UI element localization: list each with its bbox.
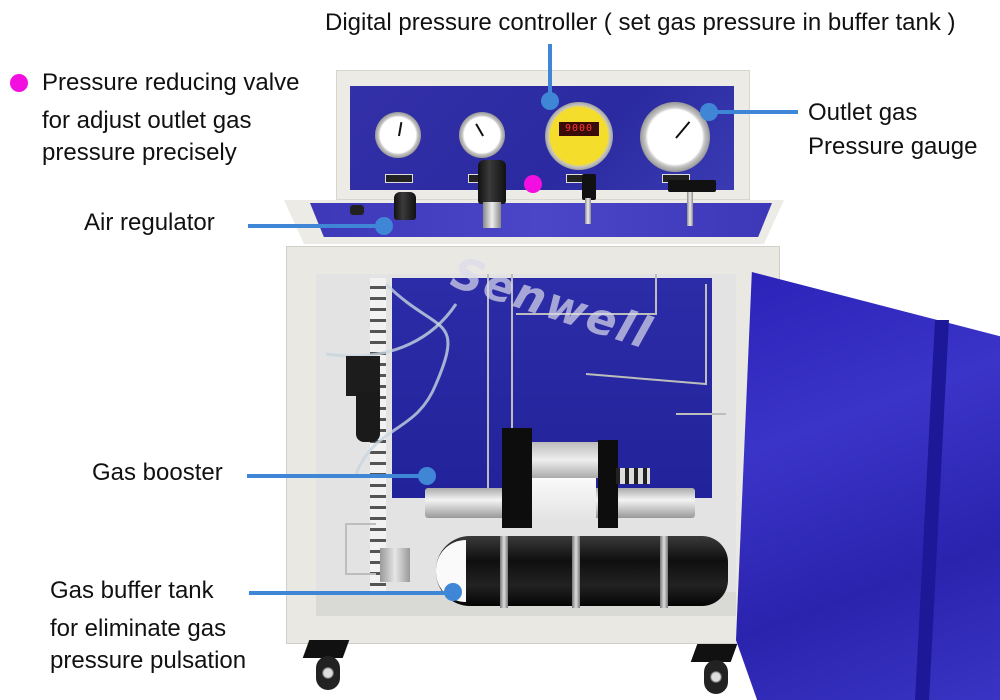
needle-valve-handle [582,174,596,200]
needle-valve-handle [668,180,716,192]
pointer-line [248,224,384,228]
tank-strap [572,536,580,608]
label-digital-pressure-controller: Digital pressure controller ( set gas pr… [325,9,956,36]
label-pressure-reducing-valve: Pressure reducing valve [42,69,300,96]
magenta-marker-icon [524,175,542,193]
muffler [616,468,650,484]
pressure-reducing-valve-body [483,202,501,228]
outlet-gas-pressure-gauge [640,102,710,172]
pointer-dot [541,92,559,110]
cabinet-door-open [736,272,1000,700]
air-regulator-knob [394,192,416,220]
caster-wheel [302,640,350,690]
pointer-line [712,110,798,114]
pointer-dot [375,217,393,235]
label-gas-buffer-tank-desc1: for eliminate gas [50,615,227,642]
pointer-line [548,44,552,96]
magenta-marker-icon [10,74,28,92]
gas-booster-center [522,478,596,522]
gas-booster-head [598,440,618,528]
tank-strap [500,536,508,608]
label-pressure-gauge: Pressure gauge [808,133,978,160]
label-gas-booster: Gas booster [92,459,223,486]
digital-pressure-controller: 9000 [545,102,613,170]
label-pressure-reducing-valve-desc2: pressure precisely [42,139,237,166]
needle-valve-stem [585,198,591,224]
gas-buffer-tank [436,536,728,606]
gas-booster-drive-section [532,442,598,478]
label-gas-buffer-tank: Gas buffer tank [50,577,214,604]
pointer-line [247,474,427,478]
drive-air-gauge [459,112,505,158]
label-gas-buffer-tank-desc2: pressure pulsation [50,647,247,674]
air-filter [356,392,380,442]
needle-valve-stem [687,192,693,226]
tank-valve-block [380,548,410,582]
label-outlet-gas: Outlet gas [808,99,918,126]
tank-strap [660,536,668,608]
inlet-air-gauge [375,112,421,158]
label-pressure-reducing-valve-desc1: for adjust outlet gas [42,107,252,134]
pressure-reducing-valve-knob [478,160,506,204]
gauge-label-plate [385,174,413,183]
controller-display: 9000 [559,122,599,136]
tubing [325,274,726,575]
pointer-dot [700,103,718,121]
pointer-line [249,591,449,595]
label-air-regulator: Air regulator [84,209,215,236]
pointer-dot [418,467,436,485]
solenoid-valve [346,356,380,396]
gas-booster-head [502,428,532,528]
air-switch [350,205,364,215]
caster-wheel [690,644,738,694]
pointer-dot [444,583,462,601]
